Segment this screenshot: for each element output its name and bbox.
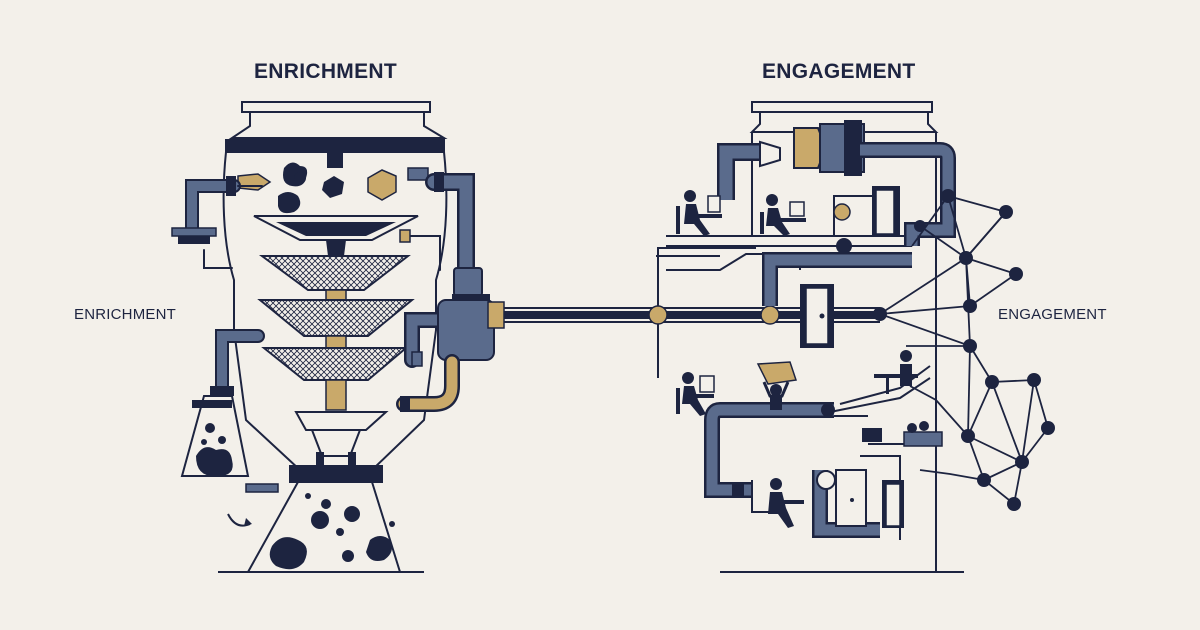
workstation-lower-left <box>676 372 715 416</box>
engagement-network-graph <box>879 195 1049 506</box>
workstation-upper-right <box>760 194 806 236</box>
filter-stage-1 <box>253 215 419 256</box>
raw-material-chunks <box>237 162 429 214</box>
workstation-lower-center <box>732 478 804 528</box>
office-door-upper <box>833 186 900 254</box>
engagement-side-label: ENGAGEMENT <box>998 306 1107 323</box>
filter-stage-3 <box>257 299 415 349</box>
refined-output-chunks <box>269 493 395 570</box>
engagement-ducting <box>656 252 931 540</box>
workstation-upper-left <box>676 190 722 236</box>
office-door-middle <box>800 284 834 348</box>
sampling-flask <box>180 395 279 527</box>
feed-chute <box>327 152 343 168</box>
enrichment-outlet-pipes <box>396 172 495 412</box>
filter-stage-4 <box>261 347 409 411</box>
enrichment-title: ENRICHMENT <box>254 60 397 83</box>
engagement-inlet <box>717 120 956 246</box>
network-nodes <box>873 189 1055 511</box>
engagement-title: ENGAGEMENT <box>762 60 916 83</box>
output-nozzle <box>294 411 389 466</box>
enrichment-side-label: ENRICHMENT <box>74 306 176 323</box>
office-door-lower <box>751 469 904 528</box>
filter-stage-2 <box>258 255 411 301</box>
enrichment-inlet-pipes <box>171 176 265 396</box>
worker-group <box>862 421 943 447</box>
worker-lifting <box>756 361 797 410</box>
worker-upper-desk <box>874 350 918 394</box>
engagement-building <box>666 101 964 573</box>
